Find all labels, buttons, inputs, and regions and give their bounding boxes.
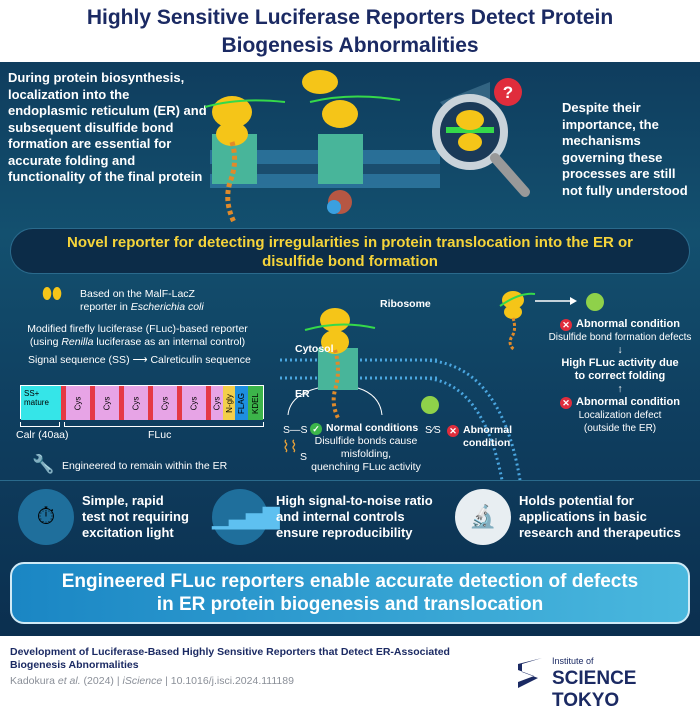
translation-illustration: ? xyxy=(204,70,530,224)
svg-text:?: ? xyxy=(503,83,513,102)
segment-ss-mature: SS+mature xyxy=(21,386,61,420)
misfolded-protein-icon: ⌇⌇ xyxy=(282,439,298,456)
bar-chart-icon: ▁▃▅▇ xyxy=(212,489,280,545)
segment-cys: Cys xyxy=(182,386,206,420)
x-icon: ✕ xyxy=(447,425,459,437)
construct-diagram: SS+mature Cys Cys Cys Cys Cys Cys N-gly … xyxy=(20,385,264,420)
fluc-label: FLuc xyxy=(148,429,172,441)
calr-label: Calr (40aa) xyxy=(16,429,69,441)
segment-cys: Cys xyxy=(211,386,223,420)
modified-text: Modified firefly luciferase (FLuc)-based… xyxy=(27,323,248,348)
reporter-panel: ⬮⬮ Based on the MalF-LacZ reporter in Es… xyxy=(0,280,270,480)
citation[interactable]: Kadokura et al. (2024) | iScience | 10.1… xyxy=(10,675,294,687)
wrench-icon: 🔧 xyxy=(32,454,55,474)
footer: Development of Luciferase-Based Highly S… xyxy=(0,638,700,711)
check-icon: ✓ xyxy=(310,423,322,435)
segment-flag: FLAG xyxy=(235,386,248,420)
science-tokyo-logo-icon xyxy=(518,658,542,688)
segment-ngly: N-gly xyxy=(223,386,235,420)
signal-text: Signal sequence (SS) ⟶ Calreticulin sequ… xyxy=(28,354,251,366)
stopwatch-icon: ⏱ xyxy=(18,489,74,545)
segment-kdel: KDEL xyxy=(248,386,263,420)
disulfide-label: S—S xyxy=(283,424,308,436)
engineered-text: Engineered to remain within the ER xyxy=(62,460,228,472)
cytosol-label: Cytosol xyxy=(295,343,334,355)
ribosome-label: Ribosome xyxy=(380,298,431,310)
conclusion-box: Engineered FLuc reporters enable accurat… xyxy=(10,562,690,624)
intro-text: During protein biosynthesis, localizatio… xyxy=(8,70,207,184)
segment-cys: Cys xyxy=(95,386,119,420)
microscope-icon: 🔬 xyxy=(455,489,511,545)
right-column: ✕Abnormal condition Disulfide bond forma… xyxy=(548,318,692,434)
segment-cys: Cys xyxy=(153,386,177,420)
ribosome-cytosol-illustration xyxy=(499,291,604,352)
er-label: ER xyxy=(295,388,310,400)
segment-cys: Cys xyxy=(124,386,148,420)
segment-cys: Cys xyxy=(66,386,90,420)
logo-small-text: Institute of xyxy=(552,656,594,666)
page-title: Highly Sensitive Luciferase Reporters De… xyxy=(86,6,614,57)
question-icon xyxy=(494,78,522,106)
infographic-body: During protein biosynthesis, localizatio… xyxy=(0,62,700,636)
section-banner: Novel reporter for detecting irregularit… xyxy=(10,228,690,274)
x-icon: ✕ xyxy=(560,319,573,331)
er-membrane-diagram xyxy=(280,308,440,421)
paper-title: Development of Luciferase-Based Highly S… xyxy=(10,646,450,671)
mechanism-text: Despite their importance, the mechanisms… xyxy=(562,100,688,198)
logo-big-text: SCIENCE TOKYO xyxy=(552,668,637,711)
ribosome-2 xyxy=(322,100,358,128)
light-icon xyxy=(421,396,439,414)
translocon-2 xyxy=(318,134,363,184)
bacteria-icon: ⬮⬮ xyxy=(42,286,63,303)
based-on-text: Based on the MalF-LacZ reporter in Esche… xyxy=(80,288,204,313)
light-icon xyxy=(586,293,604,311)
er-curve xyxy=(420,358,522,481)
x-icon: ✕ xyxy=(560,397,573,409)
normal-conditions-label: ✓Normal conditions xyxy=(310,422,418,435)
broken-disulfide-label: S⁄S xyxy=(425,424,441,436)
